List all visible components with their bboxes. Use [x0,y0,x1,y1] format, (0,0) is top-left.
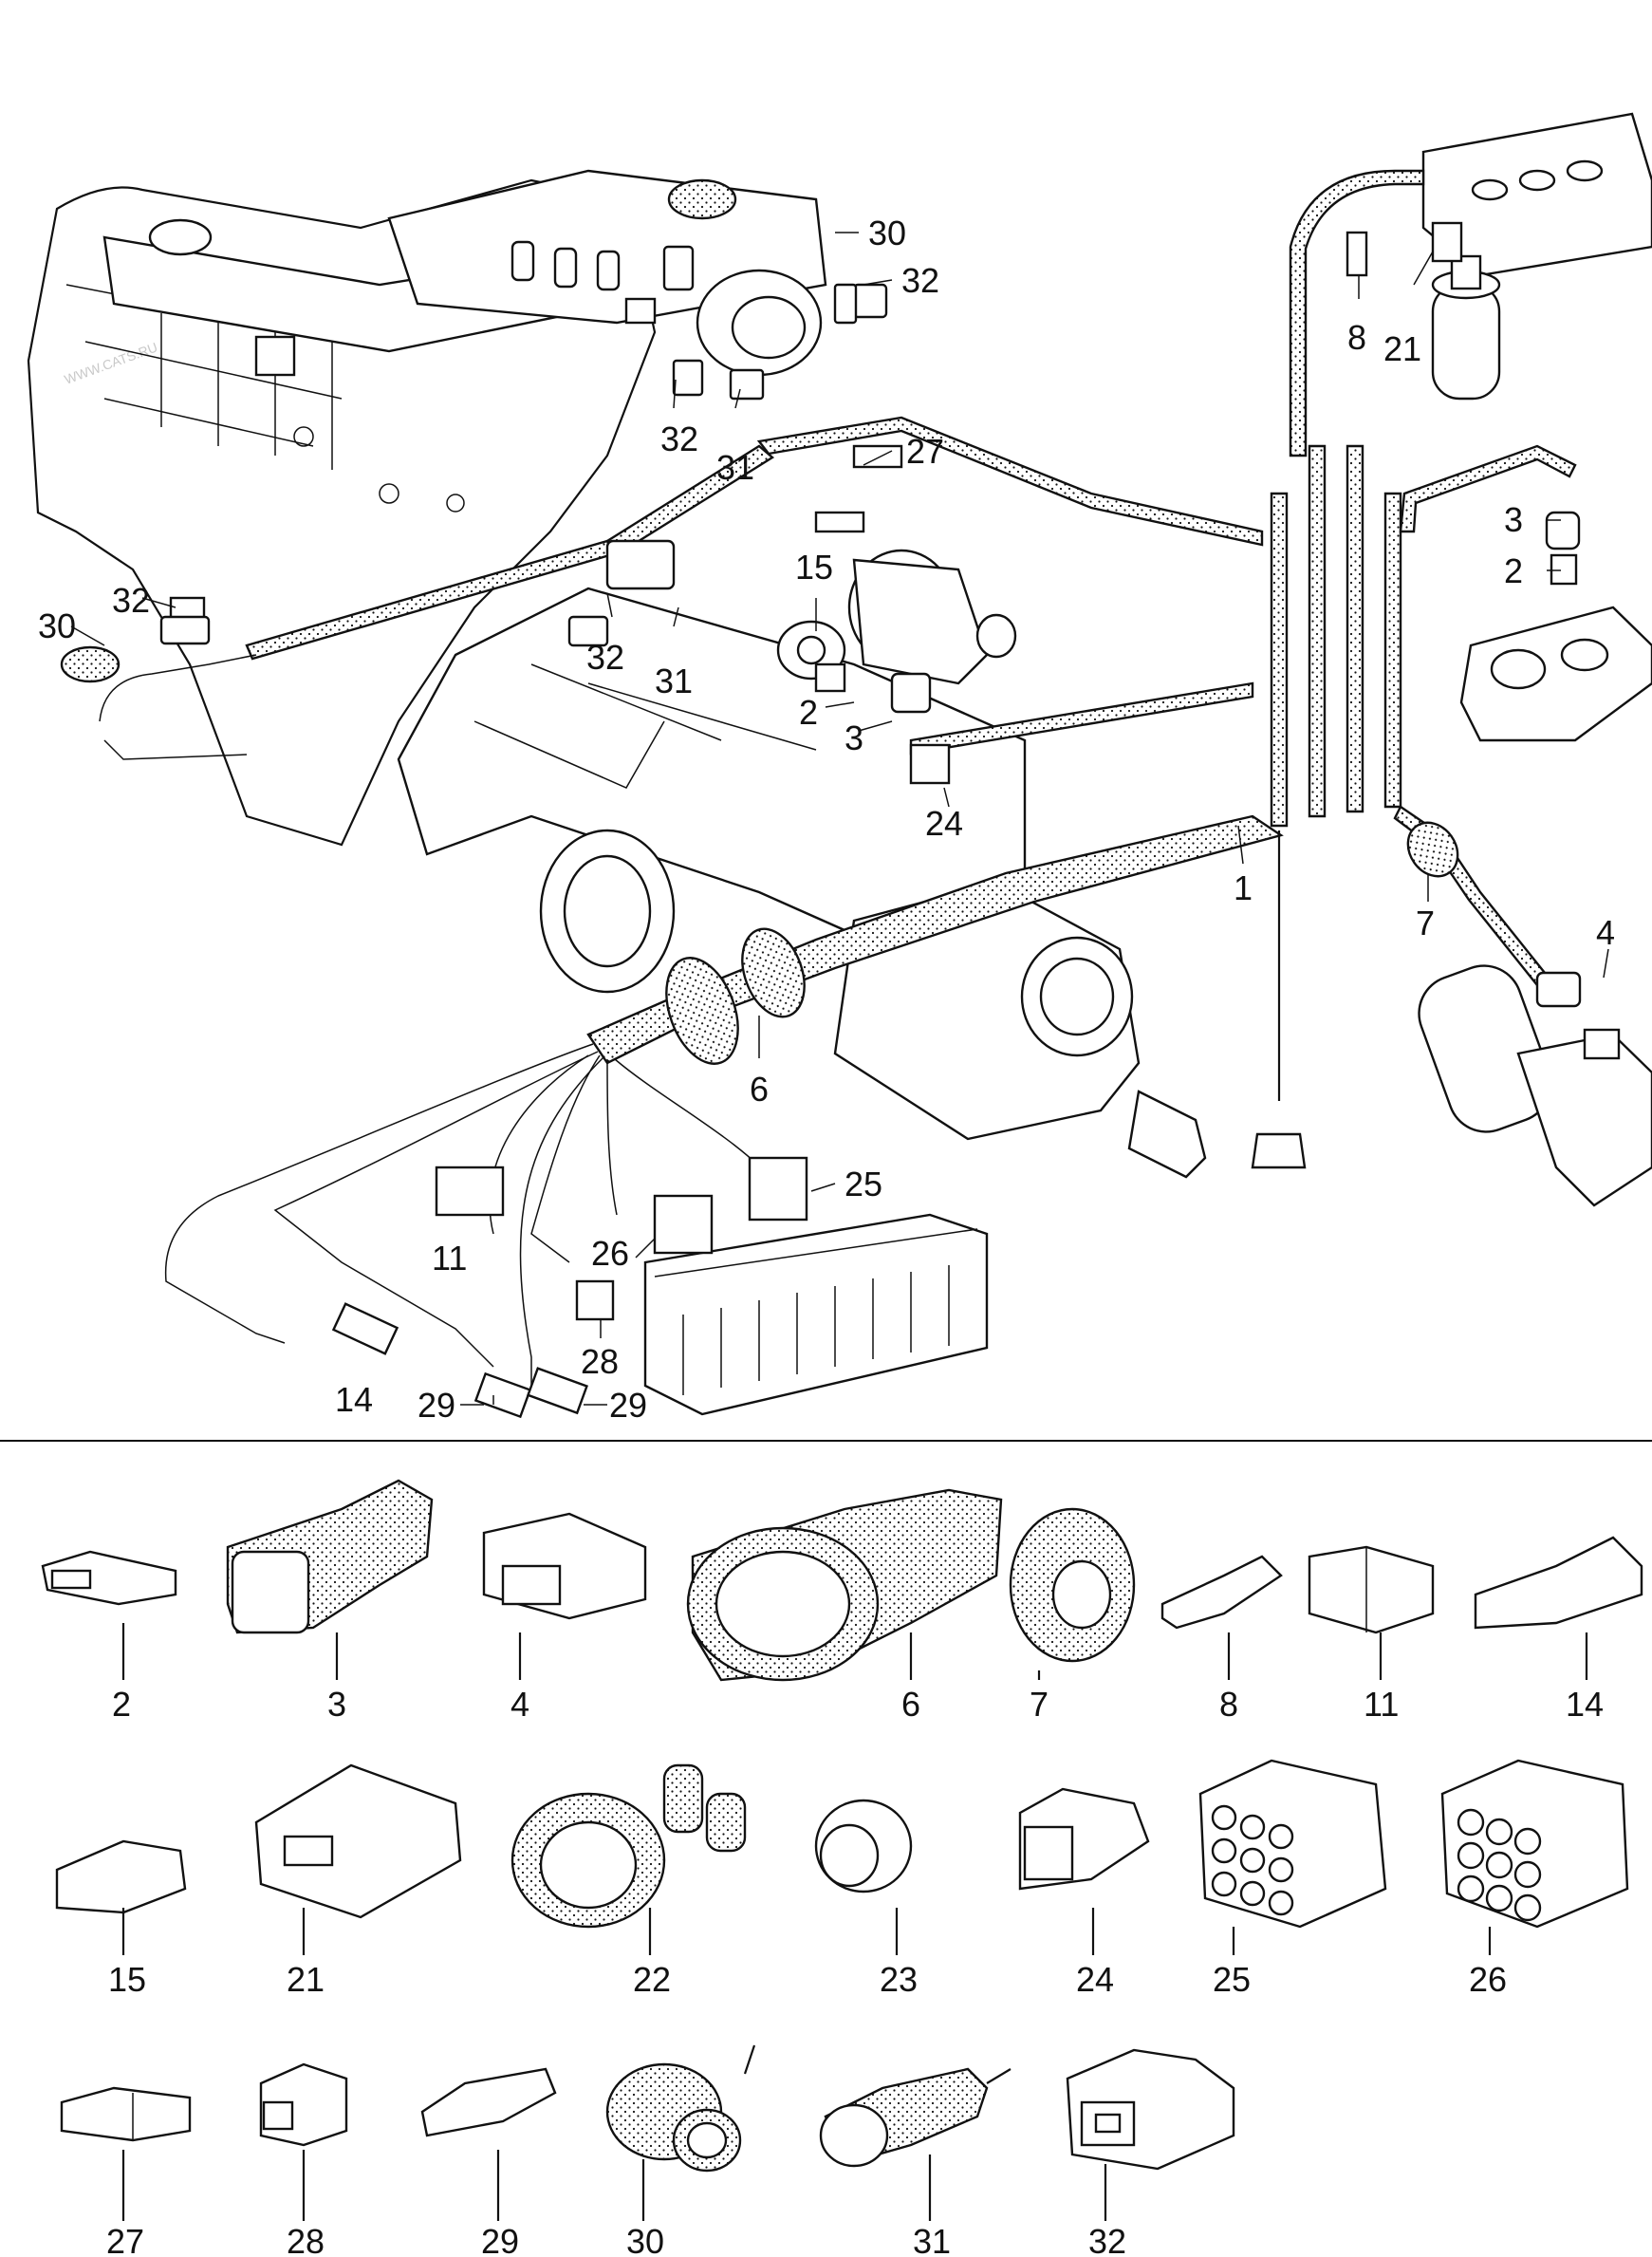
catalog-part-3: 3 [226,1479,434,1724]
callout-2-right: 2 [1504,551,1523,590]
catalog-part-31: 31 [819,2067,1012,2257]
catalog-part-21: 21 [254,1763,462,1999]
blade-housing-icon [60,2086,192,2142]
callout-27-diagram: 27 [906,432,944,471]
callout-25-diagram: 25 [845,1165,882,1203]
catalog-part-32: 32 [1066,2048,1235,2257]
catalog-part-30: 30 [605,2044,756,2257]
part-number-28: 28 [287,2222,325,2257]
callout-29-left: 29 [418,1386,455,1425]
catalog-part-6: 6 [686,1488,1003,1724]
callout-30-top: 30 [868,214,906,252]
callout-4-diagram: 4 [1596,913,1615,952]
part-number-30: 30 [626,2222,664,2257]
angled-connector-icon [1474,1536,1643,1630]
part-number-23: 23 [880,1960,918,1999]
callout-32-upper: 32 [660,420,698,458]
part-number-26: 26 [1469,1960,1507,1999]
part-number-3: 3 [327,1685,346,1724]
callout-15-diagram: 15 [795,548,833,587]
part-number-8: 8 [1219,1685,1238,1724]
part-number-25: 25 [1213,1960,1251,1999]
callout-11-diagram: 11 [432,1239,467,1278]
diagram-leader-lines [70,232,1609,1406]
catalog-part-29: 29 [420,2067,557,2257]
catalog-part-2: 2 [41,1550,177,1724]
small-flat-connector-icon [55,1839,187,1914]
callout-31-upper: 31 [716,448,754,487]
part-number-21: 21 [287,1960,325,1999]
single-flat-connector-icon [1160,1555,1283,1630]
callout-28-diagram: 28 [581,1342,619,1381]
callout-32-left: 32 [112,581,150,620]
callout-8-diagram: 8 [1347,318,1366,357]
wiring-harness [99,169,1577,1395]
callout-14-diagram: 14 [335,1380,373,1419]
part-number-6: 6 [901,1685,920,1724]
part-number-24: 24 [1076,1960,1114,1999]
callout-21-diagram: 21 [1383,329,1421,368]
part-number-2: 2 [112,1685,131,1724]
watermark: WWW.CATS.RU [63,339,159,386]
part-number-27: 27 [106,2222,144,2257]
part-number-22: 22 [633,1960,671,1999]
callout-24-diagram: 24 [925,804,963,843]
diagram-callouts: 30 32 32 31 27 8 21 3 2 15 30 32 32 31 2… [38,214,1615,1425]
catalog-part-8: 8 [1160,1555,1283,1724]
callout-32-mid: 32 [586,638,624,677]
catalog-part-11: 11 [1308,1545,1435,1724]
catalog-part-15: 15 [55,1839,187,1999]
callout-32-top: 32 [901,261,939,300]
catalog-part-4: 4 [482,1512,647,1724]
catalog-part-7: 7 [1009,1507,1136,1724]
diagram-connectors [60,178,1621,1419]
catalog-part-24: 24 [1018,1787,1150,1999]
part-number-31: 31 [913,2222,951,2257]
callout-29-right: 29 [609,1386,647,1425]
part-number-29: 29 [481,2222,519,2257]
callout-7-diagram: 7 [1416,904,1435,942]
catalog-part-27: 27 [60,2086,192,2257]
part-number-14: 14 [1566,1685,1604,1724]
catalog-part-14: 14 [1474,1536,1643,1724]
callout-3-right: 3 [1504,500,1523,539]
part-number-15: 15 [108,1960,146,1999]
callout-26-diagram: 26 [591,1234,629,1273]
callout-3-mid: 3 [845,718,863,757]
catalog-part-22: 22 [510,1763,747,1999]
part-number-7: 7 [1030,1685,1049,1724]
callout-6-diagram: 6 [750,1070,769,1109]
engine-illustration [27,112,1652,1416]
callout-2-mid: 2 [799,693,818,732]
twin-block-connector-icon [1308,1545,1435,1634]
catalog-part-23: 23 [814,1799,918,1999]
catalog-part-26: 26 [1440,1759,1629,1999]
callout-30-left: 30 [38,606,76,645]
flat-2pin-connector-icon [41,1550,177,1606]
callout-1-diagram: 1 [1234,868,1253,907]
wide-housing-icon [254,1763,462,1919]
callout-31-mid: 31 [655,662,693,700]
part-number-4: 4 [510,1685,529,1724]
flat-housing-icon [420,2067,557,2137]
catalog-part-28: 28 [259,2062,348,2257]
catalog-part-25: 25 [1198,1759,1387,1999]
part-number-11: 11 [1364,1685,1399,1724]
part-number-32: 32 [1088,2222,1126,2257]
